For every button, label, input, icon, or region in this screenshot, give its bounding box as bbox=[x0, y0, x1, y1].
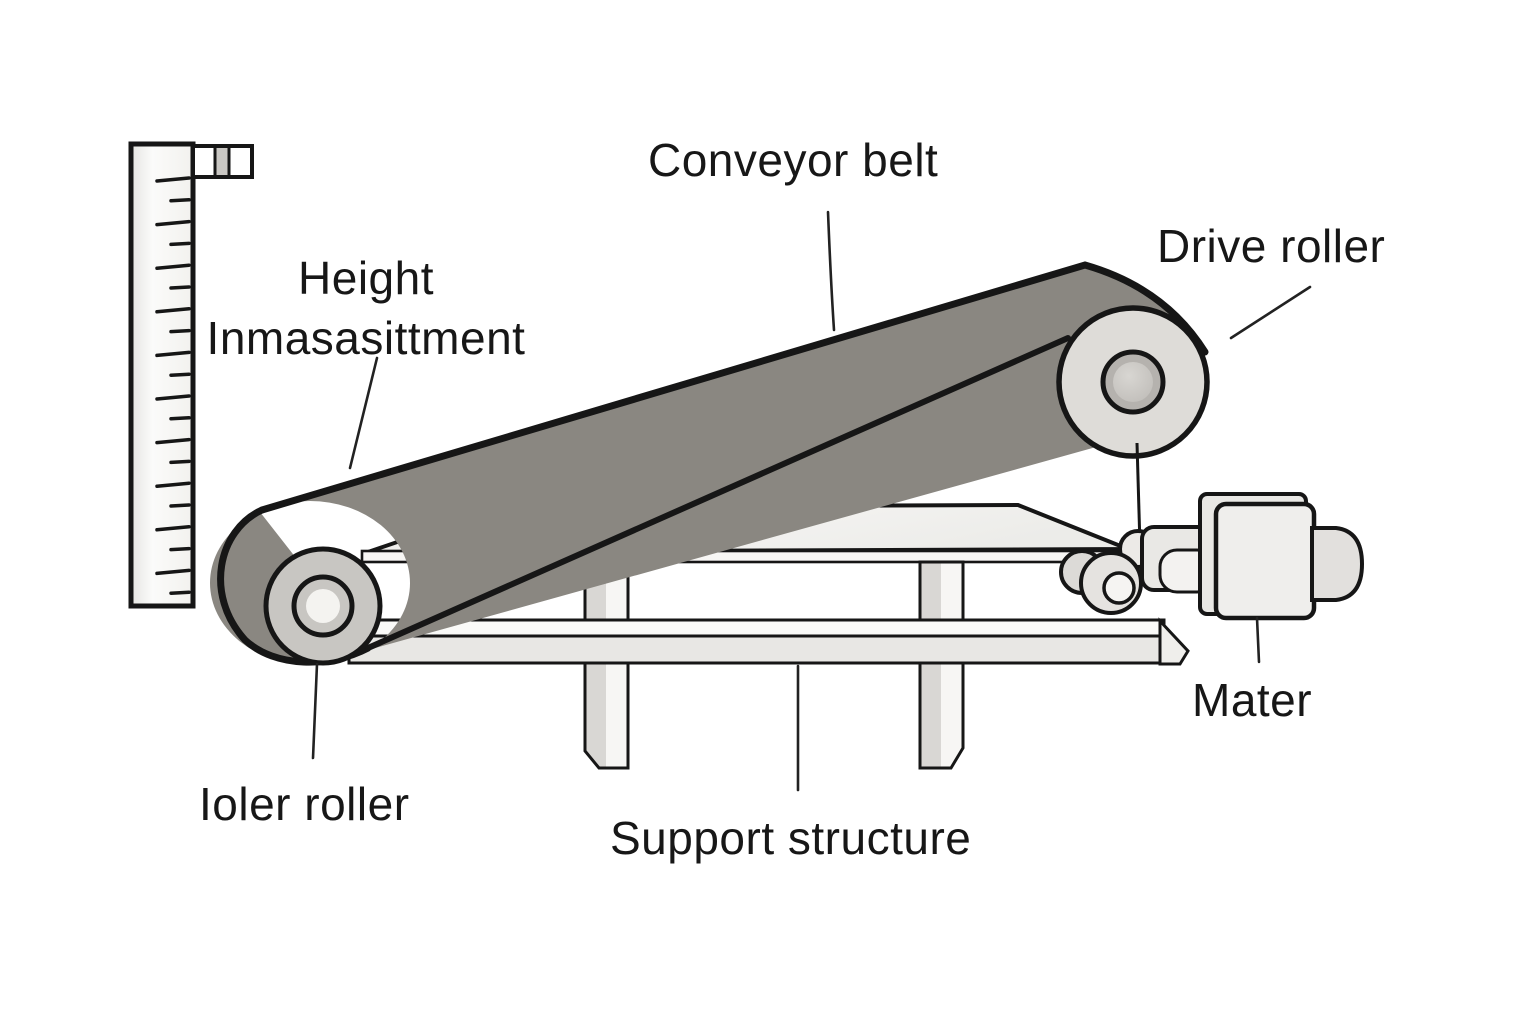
label-idler-roller: Ioler roller bbox=[199, 778, 410, 830]
label-height-line2: Inmasasittment bbox=[206, 312, 526, 364]
label-conveyor-belt: Conveyor belt bbox=[648, 134, 939, 186]
belt-fill bbox=[210, 265, 1205, 665]
leader-motor bbox=[1255, 616, 1261, 664]
upper-leg-right bbox=[918, 560, 965, 622]
height-ruler bbox=[128, 141, 254, 609]
base-slab-end bbox=[1158, 617, 1190, 666]
ruler-tick-marks bbox=[155, 176, 191, 595]
leader-height-measurement bbox=[348, 356, 379, 470]
label-support-structure: Support structure bbox=[610, 812, 972, 864]
motor bbox=[1059, 492, 1365, 621]
mid-rail bbox=[352, 618, 1166, 638]
leader-idler-roller bbox=[311, 662, 319, 760]
belt-bottom-edge bbox=[365, 335, 1071, 651]
coupling-hub bbox=[1102, 571, 1136, 605]
drive-shaft-line bbox=[1135, 442, 1142, 547]
label-motor: Mater bbox=[1192, 674, 1313, 726]
leader-conveyor-belt bbox=[826, 210, 836, 332]
label-height-line1: Height bbox=[298, 252, 434, 304]
idler-roller bbox=[263, 546, 383, 666]
lower-leg-right bbox=[918, 661, 965, 770]
drive-roller bbox=[1056, 305, 1210, 459]
label-drive-roller: Drive roller bbox=[1157, 220, 1386, 272]
lower-leg-left bbox=[583, 661, 630, 770]
motor-body bbox=[1213, 501, 1317, 621]
label-height-measurement: Height Inmasasittment bbox=[196, 248, 536, 368]
leader-lines bbox=[311, 210, 1312, 792]
motor-end-cap bbox=[1310, 526, 1365, 602]
base-slab bbox=[347, 634, 1163, 665]
leader-drive-roller bbox=[1229, 285, 1312, 340]
